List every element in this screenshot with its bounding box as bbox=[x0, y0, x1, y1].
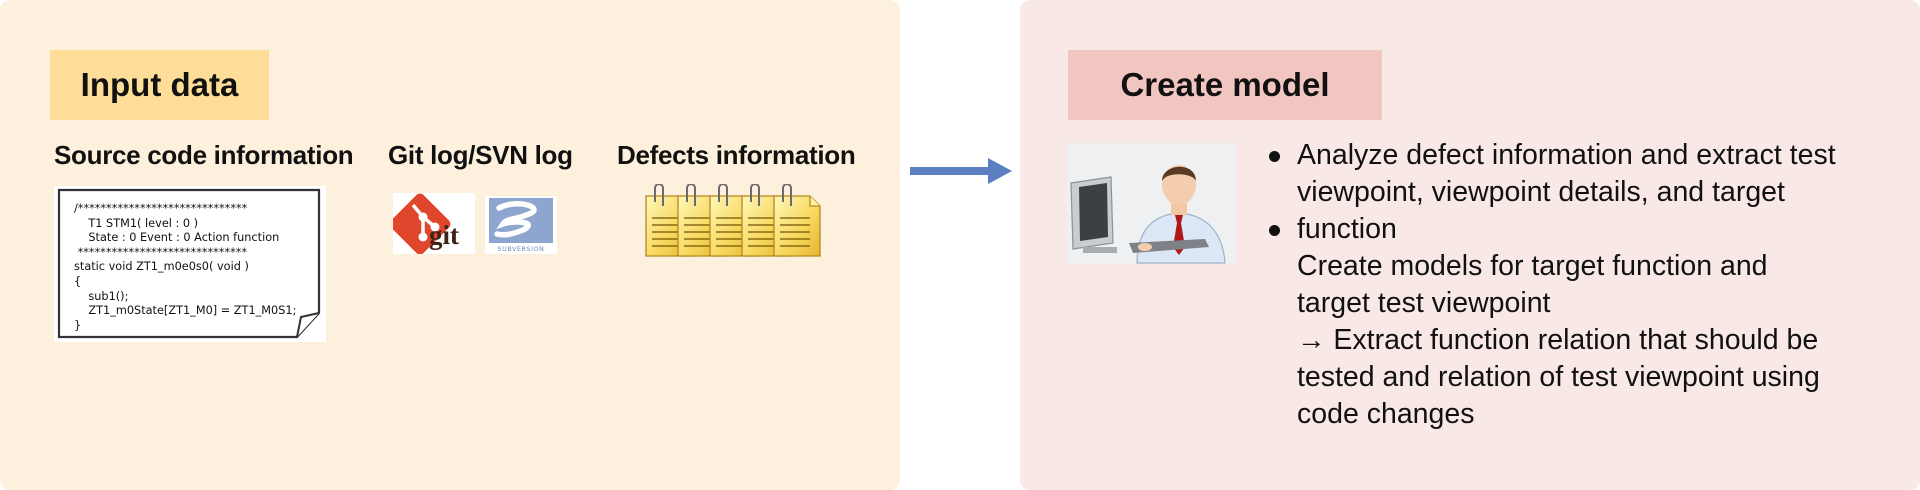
person-at-computer-icon bbox=[1067, 143, 1235, 264]
bullet-icon bbox=[1269, 151, 1280, 162]
bullet-icon bbox=[1269, 225, 1280, 236]
defects-info-heading: Defects information bbox=[617, 140, 856, 170]
subversion-logo-icon: SUBVERSION bbox=[485, 196, 557, 254]
list-line: → Extract function relation that should … bbox=[1297, 324, 1819, 356]
create-model-steps: Analyze defect information and extract t… bbox=[1265, 137, 1905, 433]
list-item: function bbox=[1265, 211, 1905, 248]
git-svn-log-heading: Git log/SVN log bbox=[388, 140, 573, 170]
list-line: code changes bbox=[1297, 398, 1475, 430]
flow-arrow-icon bbox=[908, 156, 1014, 186]
create-model-title: Create model bbox=[1068, 50, 1382, 120]
list-line: target test viewpoint bbox=[1297, 287, 1551, 319]
input-data-title: Input data bbox=[50, 50, 269, 120]
defect-documents-icon bbox=[644, 183, 829, 260]
list-line: Create models for target function and bbox=[1297, 250, 1768, 282]
list-item: Analyze defect information and extract t… bbox=[1265, 137, 1905, 211]
svg-text:SUBVERSION: SUBVERSION bbox=[498, 246, 545, 253]
list-line: tested and relation of test viewpoint us… bbox=[1297, 361, 1820, 393]
source-code-heading: Source code information bbox=[54, 140, 354, 170]
source-code-snippet: /****************************** T1 STM1(… bbox=[74, 202, 297, 332]
source-code-note: /****************************** T1 STM1(… bbox=[54, 186, 326, 342]
git-logo-icon: git bbox=[389, 193, 475, 255]
svg-text:git: git bbox=[429, 220, 459, 250]
